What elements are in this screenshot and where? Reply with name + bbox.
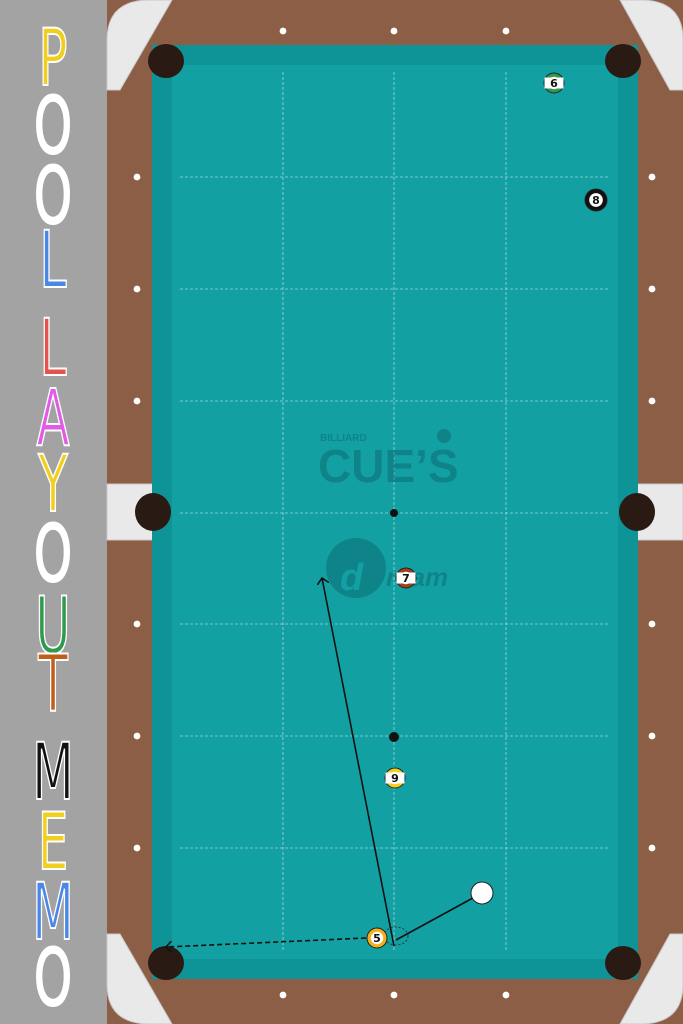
ball-number-label: 7 (402, 572, 410, 585)
ball-5-icon[interactable]: 5 (366, 927, 388, 949)
rail-diamond (648, 397, 656, 405)
title-letter: P (38, 14, 68, 104)
title-letter: T (38, 640, 69, 730)
pocket-housings (106, 0, 683, 1024)
pocket-top-left (148, 44, 184, 78)
ball-number-label: 9 (391, 772, 399, 785)
ball-7-icon[interactable]: 7 (395, 567, 417, 589)
rail-diamond (502, 27, 510, 35)
title-letter: O (33, 82, 73, 172)
title-letter: M (32, 868, 75, 958)
title-letter: O (33, 510, 73, 600)
foot-spot (389, 732, 399, 742)
ball-number-label: 6 (550, 77, 558, 90)
watermark-small-text: BILLIARD (320, 433, 367, 444)
ball-6-icon[interactable]: 6 (543, 72, 565, 94)
rail-diamond (502, 991, 510, 999)
rail-diamond (133, 285, 141, 293)
watermark-dot-icon (437, 429, 451, 443)
title-letter: A (36, 374, 70, 464)
pocket-bottom-left (148, 946, 184, 980)
title-letter: E (37, 798, 69, 888)
rail-diamond (133, 397, 141, 405)
title-letter: Y (38, 440, 69, 530)
corner-housing-top-right (619, 0, 683, 91)
ball-number-label: 8 (592, 194, 600, 207)
watermark-secondary-text: ream (386, 562, 448, 592)
rail-diamond (390, 991, 398, 999)
watermark-d-letter: d (340, 557, 364, 599)
corner-housing-top-left (106, 0, 173, 91)
object-ball-path-arrow (166, 937, 367, 947)
pocket-middle-left (135, 493, 171, 531)
corner-housing-bottom-left (106, 933, 173, 1024)
ball-9-icon[interactable]: 9 (384, 767, 406, 789)
cue-path-line (395, 892, 483, 941)
title-letter: O (33, 934, 73, 1024)
pockets (135, 44, 655, 980)
rail-diamond (279, 991, 287, 999)
pocket-top-right (605, 44, 641, 78)
rail-diamond (648, 620, 656, 628)
watermark-circle-icon (326, 538, 386, 598)
pocket-middle-right (619, 493, 655, 531)
ball-8-icon[interactable]: 8 (584, 188, 608, 212)
rail-diamond (279, 27, 287, 35)
cue-ball-icon[interactable] (470, 881, 494, 905)
watermark-big-text: CUE’S (318, 440, 459, 492)
title-letter: L (39, 304, 67, 394)
rail-diamond (648, 173, 656, 181)
title-letter: U (35, 582, 72, 672)
rail-diamond (133, 844, 141, 852)
rail-diamond (648, 844, 656, 852)
rail-diamonds (133, 27, 656, 999)
corner-housing-bottom-right (619, 933, 683, 1024)
rail-diamond (648, 285, 656, 293)
rail-diamond (133, 732, 141, 740)
balls-layer: 6 8 7 9 5 (366, 72, 608, 949)
rail-diamond (648, 732, 656, 740)
title-letter: O (33, 152, 73, 242)
title-letter: M (32, 728, 75, 818)
title-letter: L (39, 216, 67, 306)
pocket-bottom-right (605, 946, 641, 980)
rail-diamond (390, 27, 398, 35)
ball-number-label: 5 (373, 932, 381, 945)
cue-deflection-arrow (322, 578, 395, 947)
watermark-logo: BILLIARD CUE’S d ream (318, 429, 459, 599)
head-spot (390, 509, 398, 517)
rail-diamond (133, 173, 141, 181)
rail-diamond (133, 620, 141, 628)
